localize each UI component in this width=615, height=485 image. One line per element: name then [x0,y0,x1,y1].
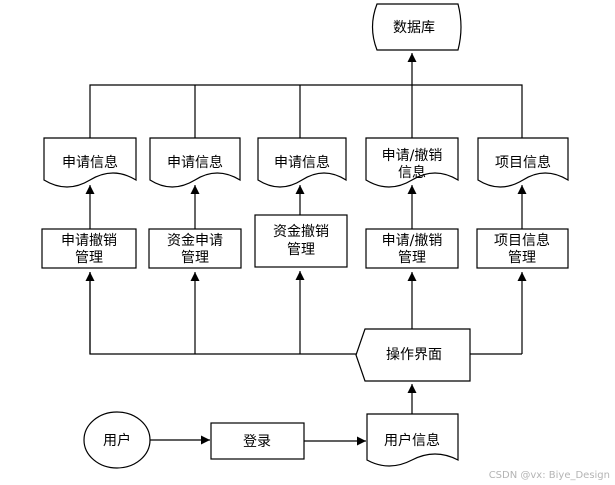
document-node: 申请信息 [43,137,137,188]
operation-interface-node: 操作界面 [355,328,471,382]
document-label: 申请信息 [167,154,223,171]
document-label: 信息 [398,164,426,181]
process-node: 资金申请 管理 [148,228,242,269]
process-node: 项目信息 管理 [476,228,569,269]
login-node: 登录 [210,422,305,460]
document-node: 申请/撤销 信息 [365,137,459,188]
watermark-text: CSDN @vx: Biye_Design [489,470,610,481]
bus-line-top [89,84,523,138]
process-label: 项目信息 [494,232,550,249]
bus-line-bottom [89,272,356,355]
database-label: 数据库 [393,20,435,36]
process-label: 管理 [75,250,103,266]
process-label: 资金申请 [167,233,223,249]
user-info-document-node: 用户信息 [366,413,459,467]
operation-interface-label: 操作界面 [386,347,442,363]
process-label: 管理 [508,250,536,266]
document-label: 申请信息 [62,154,118,171]
process-label: 申请/撤销 [382,233,443,249]
document-label: 项目信息 [495,154,551,171]
user-label: 用户 [103,432,131,449]
process-node: 申请撤销 管理 [41,228,137,269]
user-node: 用户 [83,411,151,469]
login-label: 登录 [243,434,271,450]
process-label: 管理 [287,242,315,258]
process-label: 资金撤销 [273,224,329,240]
process-label: 管理 [398,250,426,266]
user-info-label: 用户信息 [384,432,440,449]
document-label: 申请/撤销 [382,148,443,164]
process-label: 管理 [181,250,209,266]
database-node: 数据库 [371,3,462,51]
process-node: 申请/撤销 管理 [365,228,459,269]
document-node: 申请信息 [257,137,347,188]
process-node: 资金撤销 管理 [254,214,348,268]
document-node: 项目信息 [477,137,569,188]
document-label: 申请信息 [274,154,330,171]
document-node: 申请信息 [149,137,241,188]
process-label: 申请撤销 [61,233,117,249]
